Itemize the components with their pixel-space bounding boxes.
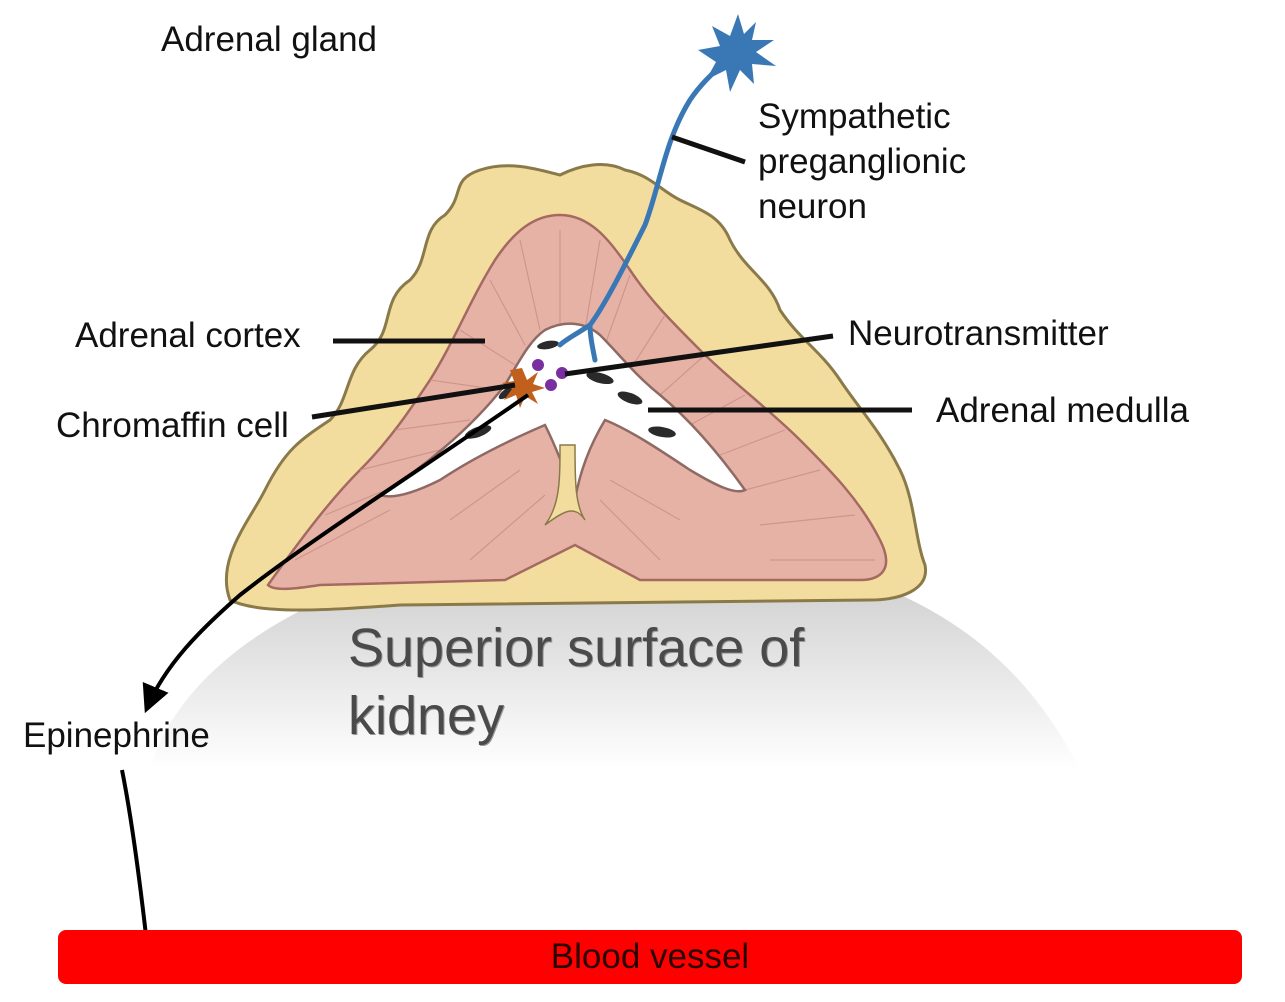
label-line: neuron [758, 186, 867, 226]
star-icon [502, 368, 545, 408]
neuron-terminal-branch [557, 322, 593, 348]
star-icon [698, 14, 776, 92]
leader-chromaffin [311, 382, 516, 420]
epinephrine-arrow [142, 393, 530, 714]
label-blood-vessel: Blood vessel [550, 937, 750, 976]
label-line: Sympathetic [758, 97, 951, 136]
label-line: preganglionic [758, 141, 967, 181]
blood-vessel: Blood vessel [58, 930, 1242, 984]
label-neurotransmitter: Neurotransmitter [848, 314, 1109, 353]
label-adrenal-cortex: Adrenal cortex [75, 316, 301, 355]
sympathetic-neuron [557, 14, 776, 363]
label-line: Superior surface of [348, 618, 805, 678]
neurotransmitter-dots [532, 359, 568, 391]
label-chromaffin-cell: Chromaffin cell [56, 406, 289, 445]
label-adrenal-medulla: Adrenal medulla [936, 391, 1189, 430]
label-epinephrine: Epinephrine [23, 716, 210, 755]
label-line: kidney [348, 685, 505, 746]
leader-neurotransmitter [564, 333, 834, 377]
leader-neuron [671, 134, 746, 165]
adrenal-medulla-region [377, 322, 747, 501]
medulla-notch [544, 444, 586, 526]
neuron-axon [587, 57, 731, 363]
label-adrenal-gland: Adrenal gland [161, 20, 377, 59]
label-sympathetic-neuron: Sympathetic preganglionic neuron [758, 95, 966, 229]
label-kidney-surface: Superior surface of kidney [348, 615, 804, 750]
leader-lines [311, 134, 912, 420]
